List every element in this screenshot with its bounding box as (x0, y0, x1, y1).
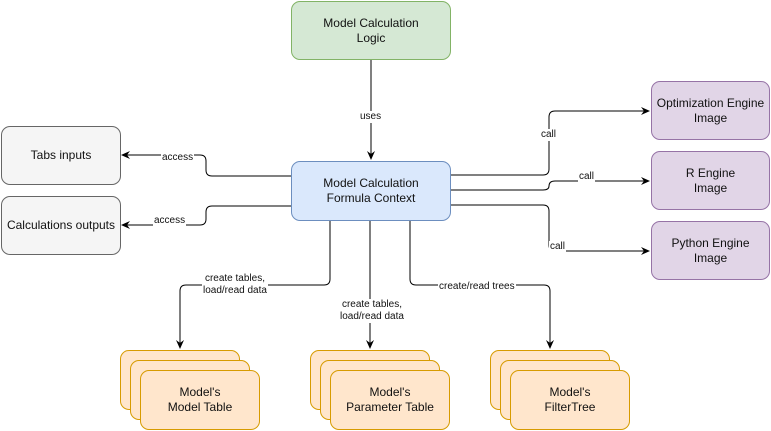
node-parameter-table[interactable]: Model's Parameter Table (330, 370, 450, 430)
node-model-table[interactable]: Model's Model Table (140, 370, 260, 430)
edge-label-access-inputs: access (161, 152, 195, 164)
edge-label-call-r: call (578, 171, 596, 183)
edge-label-model-table: create tables, load/read data (202, 273, 268, 297)
edge-label-uses: uses (359, 111, 383, 123)
node-formula-context[interactable]: Model Calculation Formula Context (291, 161, 451, 221)
edge-label-filter-tree: create/read trees (438, 281, 516, 293)
edge-label-access-outputs: access (153, 215, 187, 227)
edge-label-parameter-table: create tables, load/read data (339, 299, 405, 323)
node-label: Optimization Engine Image (656, 95, 765, 125)
edge-call-optimization (451, 107, 650, 176)
node-label: Model's FilterTree (544, 385, 596, 414)
node-label: Model's Parameter Table (346, 385, 434, 414)
node-label: Tabs inputs (30, 148, 92, 162)
edge-label-call-optimization: call (540, 129, 558, 141)
node-label: Model Calculation Formula Context (323, 176, 419, 205)
edge-label-call-python: call (549, 241, 567, 253)
node-tabs-inputs[interactable]: Tabs inputs (1, 126, 121, 185)
node-r-engine[interactable]: R Engine Image (651, 151, 770, 210)
node-label: Model Calculation Logic (323, 15, 419, 45)
node-label: Python Engine Image (671, 235, 750, 265)
edge-access-outputs (121, 205, 291, 229)
node-python-engine[interactable]: Python Engine Image (651, 221, 770, 280)
node-optimization-engine[interactable]: Optimization Engine Image (651, 81, 770, 140)
node-model-calculation-logic[interactable]: Model Calculation Logic (291, 1, 451, 60)
node-calculations-outputs[interactable]: Calculations outputs (1, 196, 121, 255)
node-label: Calculations outputs (6, 218, 116, 232)
node-filter-tree[interactable]: Model's FilterTree (510, 370, 630, 430)
edge-call-r (451, 177, 650, 191)
edge-access-inputs (121, 151, 291, 177)
node-label: Model's Model Table (167, 385, 233, 414)
node-label: R Engine Image (685, 165, 736, 195)
